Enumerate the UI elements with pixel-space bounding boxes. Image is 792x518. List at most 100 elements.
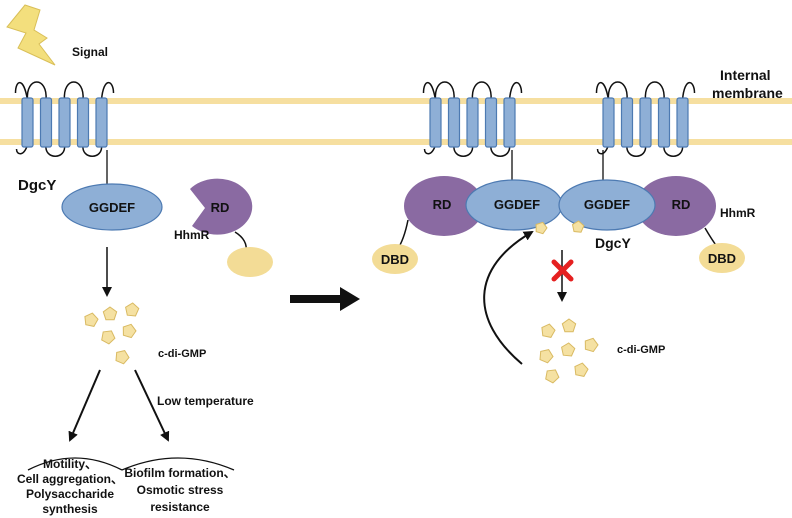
receptor-loop [63,81,84,101]
outcome-left-line2: Cell aggregation、 [17,472,123,486]
dgcy-label-left: DgcY [18,177,56,194]
low-temperature-label: Low temperature [157,394,254,408]
cdigmp-cluster-left [84,302,140,365]
rd-label-left: RD [211,200,230,215]
ggdef-domain-left [61,183,163,231]
receptor-loop [453,144,474,157]
dbd-label-right-b: DBD [708,251,736,266]
cdigmp-molecule-icon [574,362,589,377]
dgcy-receptor-left [14,81,115,157]
cdigmp-molecule-icon [561,318,577,333]
receptor-loop [663,144,684,157]
transition-arrow [290,287,360,311]
feedback-arrow [483,230,534,365]
transmembrane-helix [676,97,689,148]
receptor-n-terminus [595,81,610,101]
cdigmp-molecule-icon [539,349,554,364]
dbd-domain-right-b [699,243,745,273]
transmembrane-helix [503,97,516,148]
receptor-loop [626,144,647,157]
cdigmp-bound [535,220,585,235]
dbd-label-right-a: DBD [381,252,409,267]
outcome-right-line3: resistance [150,500,210,514]
ggdef-label-right-a: GGDEF [494,197,540,212]
dgcy-label-right: DgcY [595,235,631,251]
transmembrane-helix [429,97,442,148]
rd-domain-left [190,178,253,235]
receptor-loop [644,81,665,101]
rd-domain-right-b [636,176,716,236]
rd-domain-right-a [404,176,484,236]
transmembrane-helix [76,97,90,148]
cdigmp-molecule-icon [584,337,599,353]
dgcy-receptor-right-b [595,81,696,157]
membrane-inner-leaflet [0,139,792,145]
hhmr-label-left: HhmR [174,228,210,242]
receptor-n-terminus [14,81,29,101]
outcome-right-line1: Biofilm formation、 [124,466,235,480]
ggdef-label-right-b: GGDEF [584,197,630,212]
cdigmp-molecule-icon [535,221,548,235]
cdigmp-molecule-icon [571,220,585,233]
receptor-loop [434,81,455,101]
cdigmp-molecule-icon [122,323,137,339]
transmembrane-helix [447,97,461,148]
arrow-motility [68,369,101,442]
cdigmp-label-left: c-di-GMP [158,348,206,360]
cdigmp-label-right: c-di-GMP [617,344,665,356]
transmembrane-helix [58,97,71,148]
transmembrane-helix [639,97,652,148]
receptor-loop [607,81,628,101]
receptor-loop [82,144,103,157]
inhibition-x-icon [551,259,574,282]
receptor-n-terminus [422,81,437,101]
outcome-bracket-right [121,457,235,471]
transmembrane-helix [484,97,498,148]
outcome-left-line1: Motility、 [43,457,97,471]
receptor-loop [508,81,523,101]
cdigmp-molecule-icon [541,323,556,338]
rd-label-right-a: RD [433,197,452,212]
cdigmp-molecule-icon [125,302,140,317]
receptor-loop [26,81,47,101]
cdigmp-molecule-icon [101,330,116,345]
ggdef-domain-right-b [558,179,656,231]
signal-label: Signal [72,45,108,59]
outcome-bracket-left [27,457,123,471]
membrane-label-line2: membrane [712,85,783,101]
membrane-label-line1: Internal [720,67,771,83]
receptor-loop [471,81,492,101]
transmembrane-helix [39,97,53,148]
transmembrane-helix [21,97,34,148]
arrow-biofilm [134,369,170,442]
cdigmp-molecule-icon [115,350,130,365]
receptor-loop [45,144,66,157]
rd-label-right-b: RD [672,197,691,212]
transmembrane-helix [602,97,615,148]
receptor-loop [490,144,511,157]
outcome-right-line2: Osmotic stress [137,483,224,497]
outcome-left-line4: synthesis [42,502,98,516]
transmembrane-helix [95,97,108,148]
internal-membrane [0,98,792,145]
signal-bolt-icon [6,4,56,66]
membrane-outer-leaflet [0,98,792,104]
dbd-domain-left [227,247,273,277]
hhmr-label-right: HhmR [720,206,756,220]
cdigmp-molecule-icon [84,312,99,327]
ggdef-label-left: GGDEF [89,200,135,215]
transmembrane-helix [620,97,634,148]
cdigmp-molecule-icon [545,369,560,384]
dbd-domain-right-a [372,244,418,274]
transmembrane-helix [466,97,479,148]
cdigmp-molecule-icon [102,306,118,321]
outcome-left-line3: Polysaccharide [26,487,114,501]
cdigmp-molecule-icon [561,342,576,357]
receptor-loop [100,81,115,101]
receptor-loop [681,81,696,101]
cdigmp-cluster-right [539,318,599,384]
dgcy-receptor-right-a [422,81,523,157]
transmembrane-helix [657,97,671,148]
